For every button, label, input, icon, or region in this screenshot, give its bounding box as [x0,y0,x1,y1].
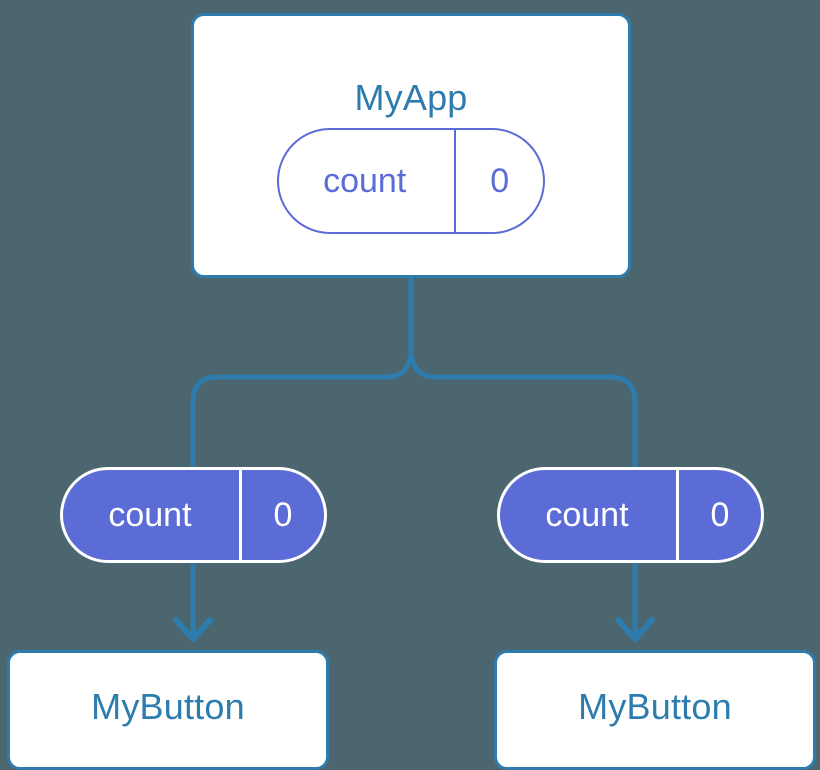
component-label-myapp: MyApp [354,77,468,118]
state-pill-root[interactable]: count 0 [277,128,545,234]
component-label-mybutton-right: MyButton [578,686,732,727]
arrow-head-left-icon [173,617,213,642]
arrow-head-right-icon [615,617,655,642]
component-node-mybutton-left[interactable]: MyButton [7,650,329,770]
state-key-branch-right: count [545,496,629,534]
state-key-branch-left: count [108,496,192,534]
component-label-mybutton-left: MyButton [91,686,245,727]
connector-branch-left [190,351,414,467]
state-pill-branch-left[interactable]: count 0 [60,467,327,563]
state-value-branch-left: 0 [238,470,324,560]
connector-branch-right [408,351,638,467]
state-pill-branch-right[interactable]: count 0 [497,467,764,563]
state-key-root: count [323,162,407,200]
state-value-root: 0 [454,130,543,232]
state-value-branch-right: 0 [675,470,761,560]
component-node-mybutton-right[interactable]: MyButton [494,650,816,770]
